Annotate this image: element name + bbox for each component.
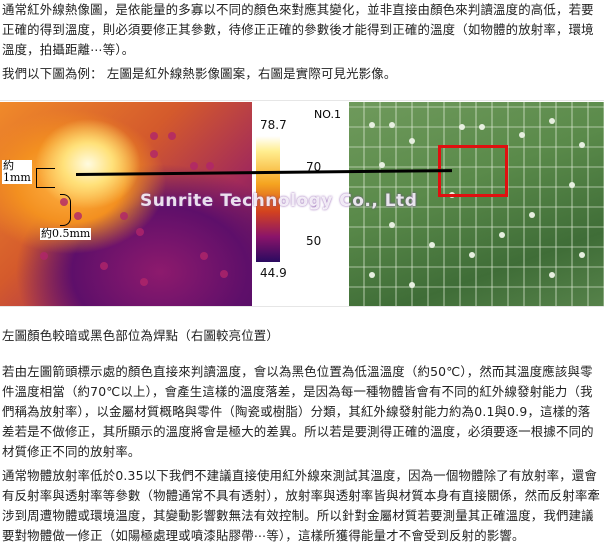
measure-bracket-05mm [60, 194, 71, 226]
figure-explanation: 左圖顏色較暗或黑色部位為焊點（右圖較亮位置） [2, 328, 279, 343]
emissivity-paragraph: 若由左圖箭頭標示處的顏色直接來判讀溫度，會以為黑色位置為低溫溫度（約50℃），然… [2, 364, 594, 459]
company-watermark: Sunrite Technology Co., Ltd [140, 191, 418, 211]
measure-bracket-1mm [36, 168, 55, 188]
scale-min-label: 44.9 [260, 266, 287, 280]
visible-light-image [349, 102, 604, 306]
thermal-image: 約 1mm 約0.5mm [0, 102, 252, 306]
colorbar [256, 136, 280, 262]
image-number-label: NO.1 [314, 108, 341, 121]
example-caption: 我們以下圖為例： 左圖是紅外線熱影像圖案，右圖是實際可見光影像。 [2, 66, 397, 81]
scale-max-label: 78.7 [260, 118, 287, 132]
thermal-comparison-figure: 約 1mm 約0.5mm NO.1 78.7 70 50 44.9 Sunrit [0, 100, 604, 307]
annotation-1mm: 約 1mm [2, 159, 32, 184]
scale-50-label: 50 [306, 234, 322, 248]
temperature-scale: NO.1 78.7 70 50 44.9 [252, 102, 346, 306]
recommendation-paragraph: 通常物體放射率低於0.35以下我們不建議直接使用紅外線來測試其溫度，因為一個物體… [2, 468, 601, 543]
annotation-05mm: 約0.5mm [40, 227, 92, 240]
intro-paragraph: 通常紅外線熱像圖，是依能量的多寡以不同的顏色來對應其變化，並非直接由顏色來判讀溫… [2, 2, 594, 57]
